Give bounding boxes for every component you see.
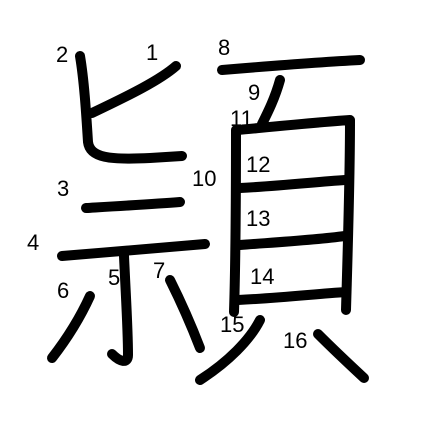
- stroke-number-6: 6: [57, 278, 69, 303]
- stroke-number-9: 9: [248, 80, 260, 105]
- stroke-4: [57, 239, 210, 261]
- stroke-16: [313, 329, 369, 383]
- stroke-12: [235, 175, 350, 193]
- stroke-number-10: 10: [192, 166, 216, 191]
- stroke-number-4: 4: [27, 230, 39, 255]
- stroke-number-14: 14: [250, 264, 274, 289]
- stroke-1: [87, 61, 181, 118]
- stroke-number-7: 7: [153, 258, 165, 283]
- stroke-7: [165, 275, 205, 353]
- stroke-15: [195, 315, 265, 385]
- stroke-number-1: 1: [146, 40, 158, 65]
- stroke-number-12: 12: [246, 152, 270, 177]
- stroke-9: [257, 75, 285, 129]
- stroke-8: [217, 55, 365, 75]
- stroke-number-13: 13: [246, 206, 270, 231]
- stroke-number-11: 11: [230, 106, 253, 131]
- stroke-10: [229, 125, 241, 317]
- stroke-2: [75, 51, 187, 164]
- stroke-number-labels: 1 2 3 4 5 6 7 8 9 10 11 12 13 14 15 16: [27, 35, 307, 353]
- stroke-number-3: 3: [57, 176, 69, 201]
- stroke-11: [233, 115, 355, 315]
- stroke-6: [47, 291, 95, 363]
- stroke-number-8: 8: [218, 35, 230, 60]
- stroke-number-16: 16: [283, 328, 307, 353]
- stroke-number-5: 5: [108, 265, 120, 290]
- stroke-14: [233, 287, 351, 305]
- stroke-13: [235, 231, 350, 250]
- character-strokes: [47, 51, 369, 385]
- stroke-5: [107, 251, 133, 366]
- stroke-3: [81, 197, 185, 213]
- stroke-number-2: 2: [56, 42, 68, 67]
- stroke-number-15: 15: [220, 312, 244, 337]
